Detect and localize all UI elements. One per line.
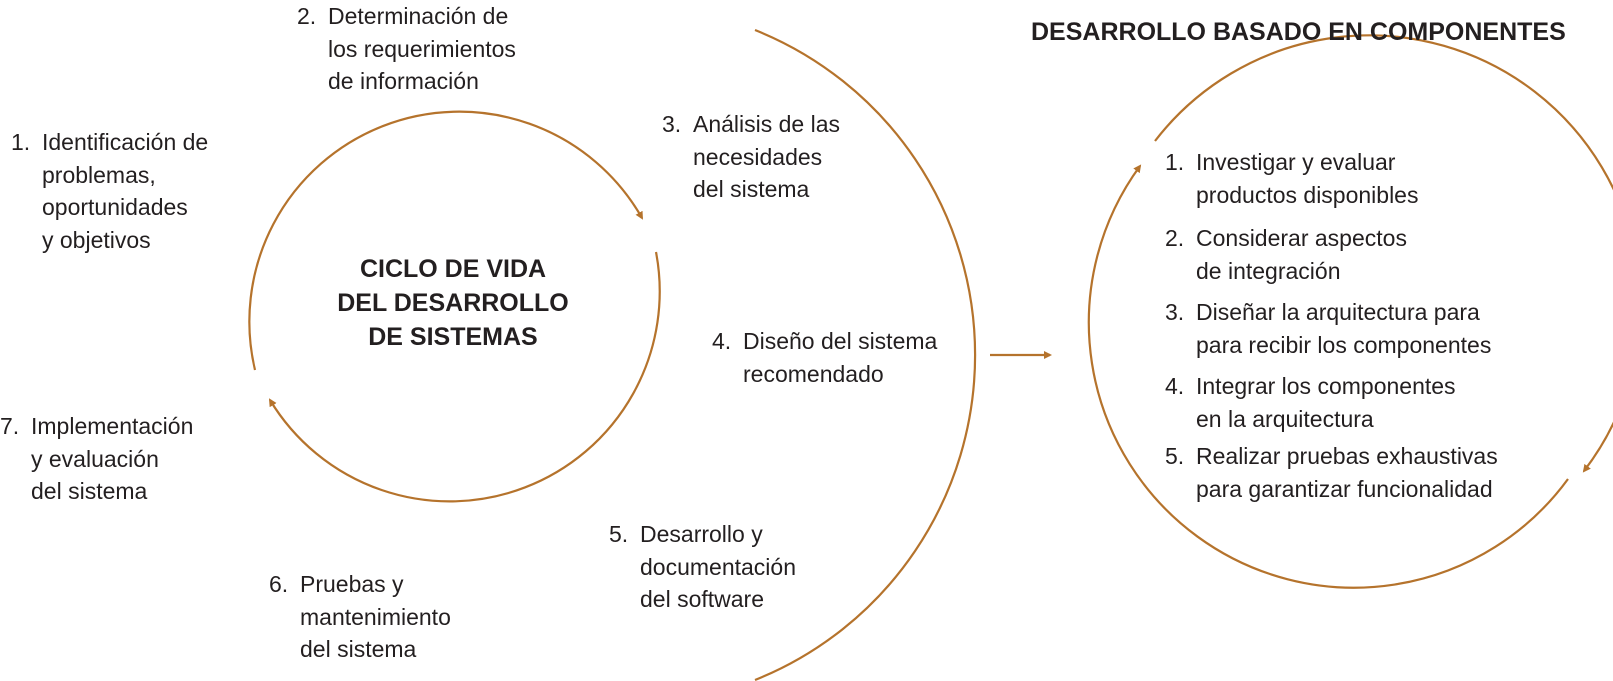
- component-title: DESARROLLO BASADO EN COMPONENTES: [1031, 18, 1566, 46]
- component-arc-top: [1154, 34, 1613, 473]
- sdlc-title: CICLO DE VIDA DEL DESARROLLO DE SISTEMAS: [337, 255, 569, 351]
- cycle-arc-top: [248, 110, 643, 371]
- cycle-arc-right: [268, 251, 661, 503]
- outer-arc: [754, 28, 977, 681]
- component-arc-main: [1087, 164, 1569, 589]
